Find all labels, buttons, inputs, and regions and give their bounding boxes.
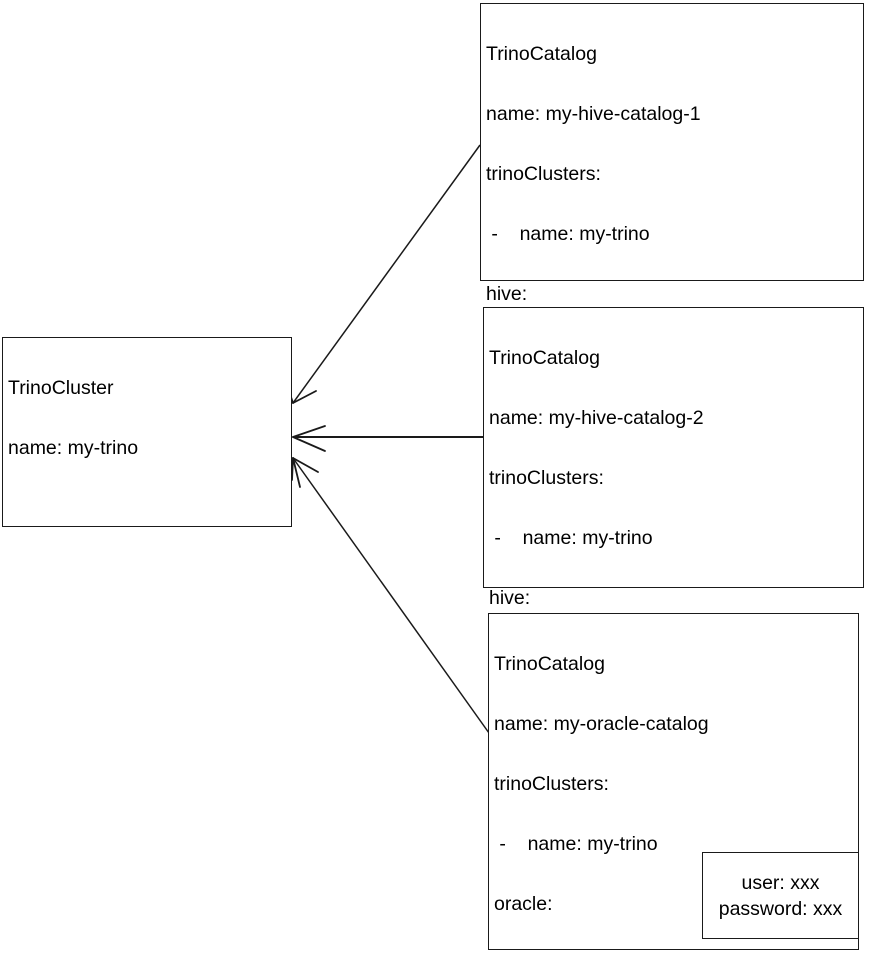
trino-catalog-3-body: TrinoCatalog name: my-oracle-catalog tri…	[494, 616, 856, 954]
trino-catalog-node-hive-2[interactable]: TrinoCatalog name: my-hive-catalog-2 tri…	[483, 307, 864, 789]
catalog-2-line-hive: hive:	[489, 587, 531, 609]
cluster-line-kind: TrinoCluster	[8, 377, 114, 399]
catalog-3-line-trinoclusters: trinoClusters:	[494, 773, 609, 795]
catalog-2-line-trinoclusters: trinoClusters:	[489, 467, 604, 489]
catalog-1-line-hive: hive:	[486, 283, 528, 305]
catalog-1-line-trinoclusters: trinoClusters:	[486, 163, 601, 185]
trino-cluster-node[interactable]: TrinoCluster name: my-trino	[2, 337, 292, 527]
catalog-2-line-kind: TrinoCatalog	[489, 347, 600, 369]
trino-cluster-body: TrinoCluster name: my-trino	[8, 340, 289, 496]
catalog-3-line-oracle: oracle:	[494, 893, 553, 915]
secret-line-password: password: xxx	[718, 897, 843, 920]
edge-catalog-1-to-cluster	[292, 144, 481, 404]
arrowhead-catalog-2	[292, 425, 326, 452]
catalog-1-line-kind: TrinoCatalog	[486, 43, 597, 65]
trino-catalog-node-hive-1[interactable]: TrinoCatalog name: my-hive-catalog-1 tri…	[480, 3, 864, 545]
catalog-2-line-name: name: my-hive-catalog-2	[489, 407, 704, 429]
secret-line-user: user: xxx	[741, 871, 820, 894]
catalog-1-line-cluster-ref: - name: my-trino	[486, 223, 650, 245]
catalog-3-line-kind: TrinoCatalog	[494, 653, 605, 675]
catalog-3-line-name: name: my-oracle-catalog	[494, 713, 709, 735]
edge-catalog-3-to-cluster	[292, 457, 490, 734]
catalog-3-line-cluster-ref: - name: my-trino	[494, 833, 658, 855]
catalog-2-line-cluster-ref: - name: my-trino	[489, 527, 653, 549]
arrowhead-catalog-3	[291, 457, 319, 488]
catalog-1-line-name: name: my-hive-catalog-1	[486, 103, 701, 125]
oracle-credentials-secret-node[interactable]: user: xxx password: xxx	[702, 852, 859, 939]
cluster-line-name: name: my-trino	[8, 437, 139, 459]
